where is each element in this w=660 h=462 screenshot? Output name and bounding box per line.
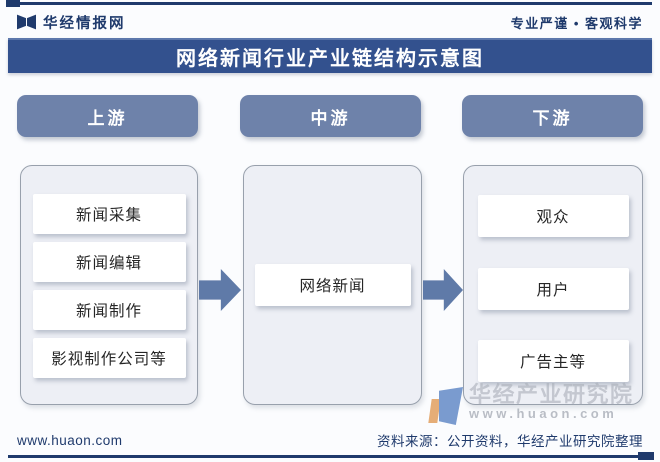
upstream-panel: 新闻采集 新闻编辑 新闻制作 影视制作公司等 — [20, 165, 198, 405]
huaon-logo-icon — [17, 14, 36, 30]
watermark-brand-text: 华经产业研究院 — [469, 382, 634, 407]
huaon-watermark-logo-icon — [428, 387, 464, 425]
upstream-item: 新闻制作 — [32, 290, 186, 330]
brand-bar: 华经情报网 专业严谨 • 客观科学 — [0, 8, 660, 36]
huaon-logo-left-shape — [17, 14, 26, 30]
midstream-panel: 网络新闻 — [243, 165, 422, 405]
upstream-item: 新闻编辑 — [32, 242, 186, 282]
upstream-item: 新闻采集 — [32, 194, 186, 234]
footer-source-note: 资料来源：公开资料，华经产业研究院整理 — [377, 434, 643, 449]
page-title: 网络新闻行业产业链结构示意图 — [8, 38, 652, 73]
watermark-logo-blue-shape — [439, 387, 463, 425]
bottom-accent-line — [8, 455, 652, 458]
stage-header-upstream: 上游 — [17, 95, 198, 137]
downstream-panel: 观众 用户 广告主等 — [463, 165, 643, 405]
arrow-upstream-to-midstream-icon — [199, 269, 241, 311]
stage-header-downstream: 下游 — [462, 95, 643, 137]
upstream-item: 影视制作公司等 — [32, 338, 186, 378]
midstream-item: 网络新闻 — [254, 264, 411, 306]
arrow-midstream-to-downstream-icon — [423, 269, 463, 311]
top-accent-line — [6, 2, 652, 5]
brand-name: 华经情报网 — [43, 15, 126, 32]
footer-site-url: www.huaon.com — [17, 432, 123, 448]
watermark-texts: 华经产业研究院 www.huaon.com — [469, 383, 634, 421]
bottom-accent-block — [638, 452, 654, 460]
downstream-item: 用户 — [477, 267, 629, 310]
downstream-item: 观众 — [477, 195, 629, 237]
watermark: 华经产业研究院 www.huaon.com — [428, 383, 634, 425]
footer-bar: www.huaon.com 资料来源：公开资料，华经产业研究院整理 — [0, 429, 660, 451]
brand: 华经情报网 — [17, 12, 126, 33]
brand-tagline: 专业严谨 • 客观科学 — [510, 15, 643, 31]
downstream-item: 广告主等 — [477, 340, 629, 382]
huaon-logo-right-shape — [27, 14, 36, 30]
stage-header-midstream: 中游 — [240, 95, 421, 137]
watermark-logo-orange-shape — [428, 399, 441, 423]
watermark-site-text: www.huaon.com — [469, 406, 618, 421]
